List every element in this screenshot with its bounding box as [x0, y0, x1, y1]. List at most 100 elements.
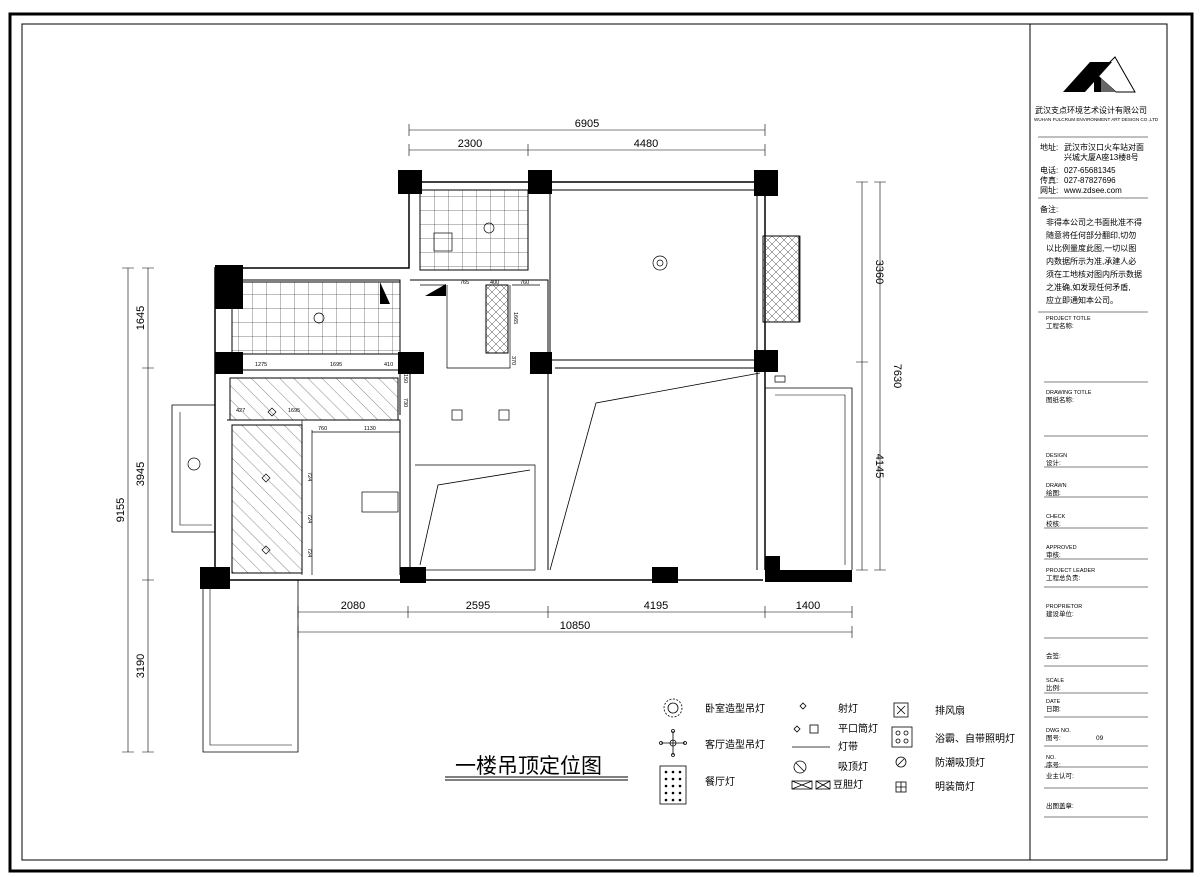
dim-left-c: 3190 — [135, 654, 147, 678]
legend-label: 平口筒灯 — [838, 722, 878, 735]
dim-left-b: 3945 — [135, 462, 147, 486]
notes-line: 随意将任何部分翻印,切勿 — [1046, 230, 1136, 240]
chandelier-sun-icon — [663, 698, 683, 718]
title-block-label-cn: 会签: — [1046, 651, 1061, 660]
dim-bottom-b: 2595 — [466, 600, 490, 612]
title-block-label-cn: 绘图: — [1046, 488, 1061, 497]
title-block-label-en: NO. — [1046, 755, 1056, 761]
dim-inner: 427 — [236, 408, 245, 414]
title-block-label-en: DWG NO. — [1046, 728, 1071, 734]
title-block-label-en: PROJECT LEADER — [1046, 568, 1095, 574]
dim-inner: 1275 — [255, 362, 267, 368]
company-name-en: WUHAN FULCRUM ENVIRONMENT ART DESIGN CO.… — [1034, 117, 1159, 122]
legend-label: 吸顶灯 — [838, 761, 868, 773]
legend-label: 客厅造型吊灯 — [705, 738, 765, 751]
notes-line: 内数据所示为准,承建人必 — [1046, 256, 1136, 266]
title-block-label-cn: 校核: — [1046, 519, 1061, 528]
dim-inner: 400 — [490, 280, 499, 286]
dim-inner: 150 — [402, 374, 408, 383]
title-block-label-cn: 业主认可: — [1046, 771, 1074, 780]
chandelier-cross-icon — [659, 729, 687, 757]
title-block-label-cn: 图号: — [1046, 734, 1061, 742]
dim-bottom-c: 4195 — [644, 600, 668, 612]
legend-label: 防潮吸顶灯 — [935, 756, 985, 769]
dim-inner: 724 — [306, 472, 312, 481]
title-block-label-en: PROPRIETOR — [1046, 604, 1082, 610]
phone-label: 电话: — [1040, 165, 1058, 175]
title-block-label-en: SCALE — [1046, 678, 1064, 684]
web-value: www.zdsee.com — [1063, 186, 1122, 195]
title-block-label-cn: 图纸名称: — [1046, 395, 1074, 404]
drawing-title: 一楼吊顶定位图 — [455, 754, 602, 778]
dim-right-a: 3360 — [873, 260, 885, 284]
notes-line: 须在工地核对图内所示数据 — [1046, 269, 1142, 279]
title-block-label-en: PROJECT TOTLE — [1046, 316, 1091, 322]
company-logo — [1063, 56, 1136, 93]
title-block: 武汉支点环境艺术设计有限公司 WUHAN FULCRUM ENVIRONMENT… — [1029, 24, 1159, 860]
ceiling-lamp-icon — [793, 760, 807, 774]
dim-bottom-d: 1400 — [796, 600, 820, 612]
dim-inner: 1695 — [330, 362, 342, 368]
title-block-label-en: DESIGN — [1046, 453, 1067, 459]
web-label: 网址: — [1040, 185, 1058, 195]
legend-label: 排风扇 — [935, 704, 965, 717]
title-block-label-cn: 日期: — [1046, 705, 1061, 713]
exhaust-fan-icon — [893, 702, 909, 718]
dim-inner: 724 — [306, 548, 312, 557]
legend-label: 明装筒灯 — [935, 780, 975, 793]
title-block-label-en: DRAWING TOTLE — [1046, 390, 1092, 396]
dim-inner: 730 — [402, 398, 408, 407]
moistureproof-lamp-icon — [895, 756, 907, 768]
title-block-value: 09 — [1096, 735, 1104, 742]
dining-lamp-icon — [659, 765, 687, 805]
dim-top-total: 6905 — [575, 118, 599, 130]
title-block-label-cn: 工程总负责: — [1046, 573, 1081, 582]
bean-lamp-icon — [791, 780, 831, 790]
fax-label: 传真: — [1040, 175, 1058, 185]
flat-grille-icon — [793, 724, 819, 734]
address-line2: 兴城大厦A座13楼8号 — [1064, 152, 1139, 162]
dim-inner: 1665 — [512, 312, 518, 324]
legend-label: 餐厅灯 — [705, 775, 735, 788]
title-block-label-cn: 工程名称: — [1046, 321, 1074, 330]
legend-label: 卧室造型吊灯 — [705, 702, 765, 715]
dim-inner: 760 — [318, 426, 327, 432]
title-block-label-en: DRAWN — [1046, 483, 1067, 489]
legend-label: 豆胆灯 — [833, 779, 863, 791]
address-line1: 武汉市汉口火车站对面 — [1064, 142, 1144, 152]
dim-inner: 760 — [520, 280, 529, 286]
dim-inner: 765 — [460, 280, 469, 286]
title-block-label-cn: 设计: — [1046, 458, 1061, 467]
floor-plan — [122, 124, 886, 753]
notes-line: 之准确,如发现任何矛盾, — [1046, 282, 1130, 292]
title-block-label-cn: 建设单位: — [1046, 609, 1074, 618]
legend-label: 射灯 — [838, 703, 858, 715]
notes-title: 备注: — [1040, 204, 1058, 214]
phone-value: 027-65681345 — [1064, 166, 1116, 175]
dim-bottom-a: 2080 — [341, 600, 365, 612]
notes-line: 非得本公司之书面批准不得 — [1046, 217, 1142, 227]
title-block-label-cn: 比例: — [1046, 683, 1061, 692]
dim-left-a: 1645 — [135, 306, 147, 330]
dim-inner: 370 — [510, 356, 516, 365]
address-label: 地址: — [1040, 142, 1058, 152]
surface-downlight-icon — [895, 781, 907, 793]
spotlight-icon — [799, 702, 807, 710]
title-block-label-cn: 审核: — [1046, 550, 1061, 559]
fax-value: 027-87827696 — [1064, 176, 1116, 185]
dim-left-total: 9155 — [115, 498, 127, 522]
title-block-label-cn: 出图盖章: — [1046, 801, 1074, 810]
notes-line: 以比例量度此图,一切以图 — [1046, 243, 1136, 253]
dim-right-b: 7630 — [891, 364, 903, 388]
title-block-label-en: CHECK — [1046, 514, 1066, 520]
dim-bottom-total: 10850 — [560, 620, 591, 632]
company-name-cn: 武汉支点环境艺术设计有限公司 — [1035, 105, 1147, 115]
dim-top-a: 2300 — [458, 138, 482, 150]
title-block-label-en: DATE — [1046, 699, 1061, 705]
bath-heater-icon — [891, 726, 913, 748]
legend-label: 浴霸、自带照明灯 — [935, 732, 1015, 745]
dim-right-c: 4145 — [873, 454, 885, 478]
legend — [659, 698, 913, 805]
